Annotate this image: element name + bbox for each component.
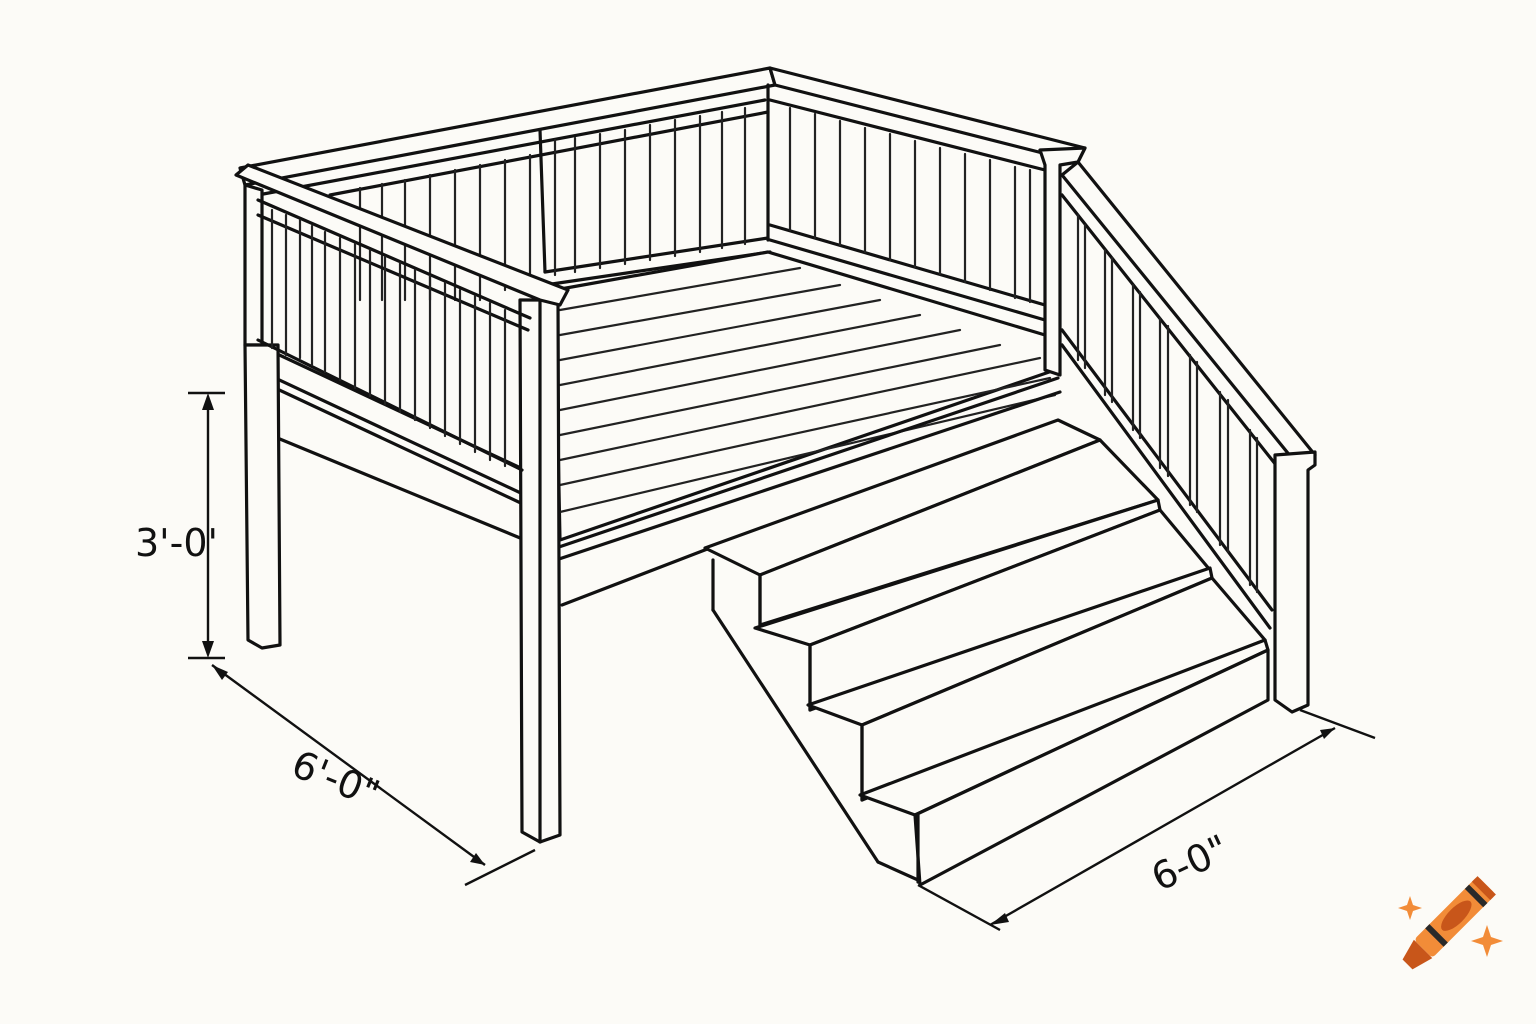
- crayon-icon: [1398, 876, 1503, 970]
- stair-railing: [1060, 160, 1317, 714]
- right-corner-post: [1038, 146, 1087, 377]
- depth-label: 6'-0": [286, 742, 386, 817]
- deck-left-side: [243, 183, 562, 844]
- deck-floor: [553, 250, 1062, 607]
- stair-width-label: 6-0": [1145, 826, 1236, 899]
- front-left-railing: [234, 163, 570, 472]
- staircase: [703, 418, 1270, 887]
- dimension-height: 3'-0': [135, 391, 225, 660]
- dimension-deck-depth: 6'-0": [211, 664, 536, 887]
- height-label: 3'-0': [135, 521, 218, 565]
- back-right-railing: [766, 66, 1087, 322]
- back-left-railing: [238, 66, 777, 302]
